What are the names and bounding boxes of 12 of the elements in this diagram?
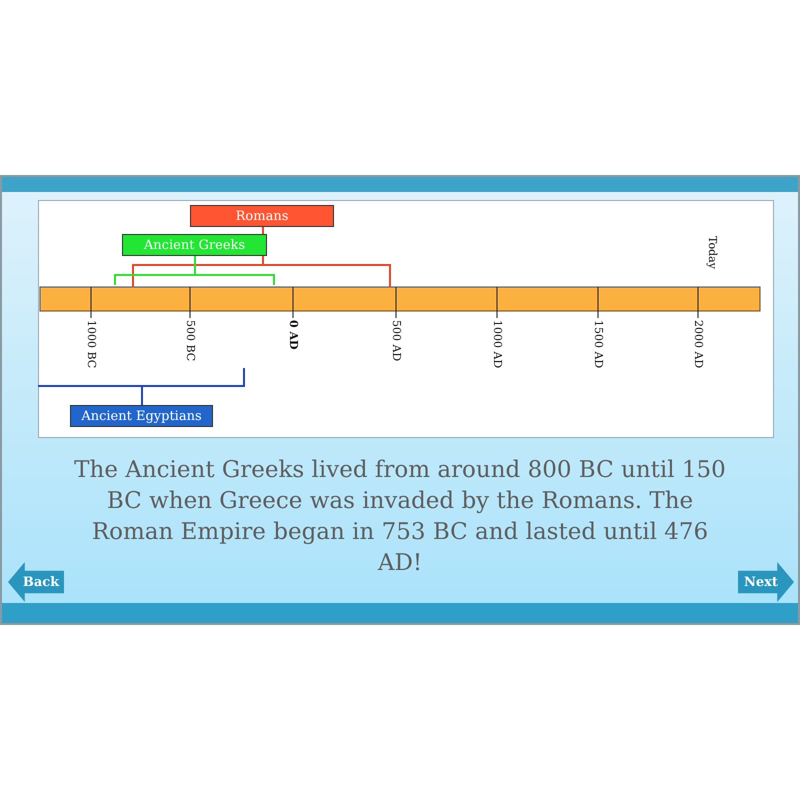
era-box: Ancient Greeks (122, 234, 267, 256)
era-box: Romans (190, 205, 334, 227)
tick-label: 500 BC (184, 320, 197, 362)
tick-label: 1000 BC (85, 320, 98, 368)
tick-label: Today (706, 236, 719, 269)
tick-label: 1500 AD (592, 320, 605, 368)
tick-label: 1000 AD (491, 320, 504, 368)
era-box: Ancient Egyptians (70, 405, 213, 427)
tick-label: 500 AD (390, 320, 403, 362)
tick-label: 2000 AD (692, 320, 705, 368)
tick-label: 0 AD (287, 320, 300, 350)
caption: The Ancient Greeks lived from around 800 BC until 150 BC when Greece was invaded by the Romans. The Roman Empire began in 753 BC and lasted until 476 AD! (73, 456, 727, 578)
